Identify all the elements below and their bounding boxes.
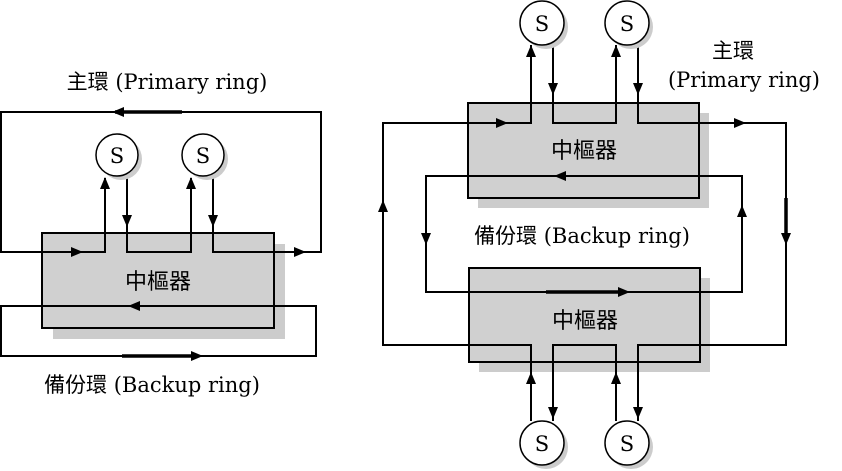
station: S: [181, 133, 228, 180]
arrow-down-icon: [633, 83, 643, 95]
station-label: S: [110, 144, 124, 168]
station: S: [604, 0, 653, 49]
primary-ring: [382, 45, 787, 421]
arrow-down-icon: [781, 233, 791, 245]
arrow-up-icon: [526, 45, 536, 57]
arrow-right-icon: [618, 287, 630, 297]
station-label: S: [535, 432, 549, 456]
arrow-up-icon: [378, 200, 388, 212]
primary-ring-label-zh: 主環: [712, 39, 754, 63]
right-diagram: 中樞器 中樞器 S S: [378, 0, 820, 469]
backup-ring-label: 備份環 (Backup ring): [44, 373, 260, 397]
hub-box: [41, 232, 275, 329]
station-label: S: [620, 432, 634, 456]
arrow-right-icon: [191, 351, 203, 361]
station-label: S: [620, 12, 634, 36]
arrow-left-icon: [128, 301, 140, 311]
primary-ring-label: 主環 (Primary ring): [67, 70, 268, 94]
primary-ring: [0, 111, 322, 253]
hub-top-box: [467, 102, 700, 199]
arrow-up-icon: [100, 177, 110, 189]
arrow-up-icon: [737, 205, 747, 217]
arrow-down-icon: [421, 233, 431, 245]
left-diagram: 中樞器 S S 主環 (Primary ring) 備份環 (Backup ri…: [0, 70, 322, 397]
hub-bottom-box: [468, 267, 701, 363]
hub-bottom-label: 中樞器: [552, 309, 618, 334]
arrow-right-icon: [734, 118, 746, 128]
station-label: S: [196, 144, 210, 168]
station-label: S: [535, 12, 549, 36]
hub-top-label: 中樞器: [551, 139, 617, 164]
station: S: [95, 133, 142, 180]
primary-ring-label-en: (Primary ring): [668, 68, 820, 92]
arrow-right-icon: [294, 247, 306, 257]
arrow-right-icon: [496, 118, 508, 128]
arrow-up-icon: [611, 45, 621, 57]
arrow-down-icon: [548, 83, 558, 95]
station: S: [519, 0, 568, 49]
arrow-down-icon: [208, 215, 218, 227]
arrow-down-icon: [633, 407, 643, 419]
arrow-left-icon: [112, 107, 124, 117]
arrow-up-icon: [611, 372, 621, 384]
hub-label: 中樞器: [125, 270, 191, 295]
arrow-up-icon: [526, 372, 536, 384]
arrow-up-icon: [186, 177, 196, 189]
arrow-down-icon: [122, 215, 132, 227]
station: S: [604, 420, 653, 469]
station: S: [519, 420, 568, 469]
arrow-left-icon: [554, 171, 566, 181]
arrow-right-icon: [71, 247, 83, 257]
arrow-down-icon: [548, 407, 558, 419]
backup-ring-label: 備份環 (Backup ring): [474, 224, 690, 248]
